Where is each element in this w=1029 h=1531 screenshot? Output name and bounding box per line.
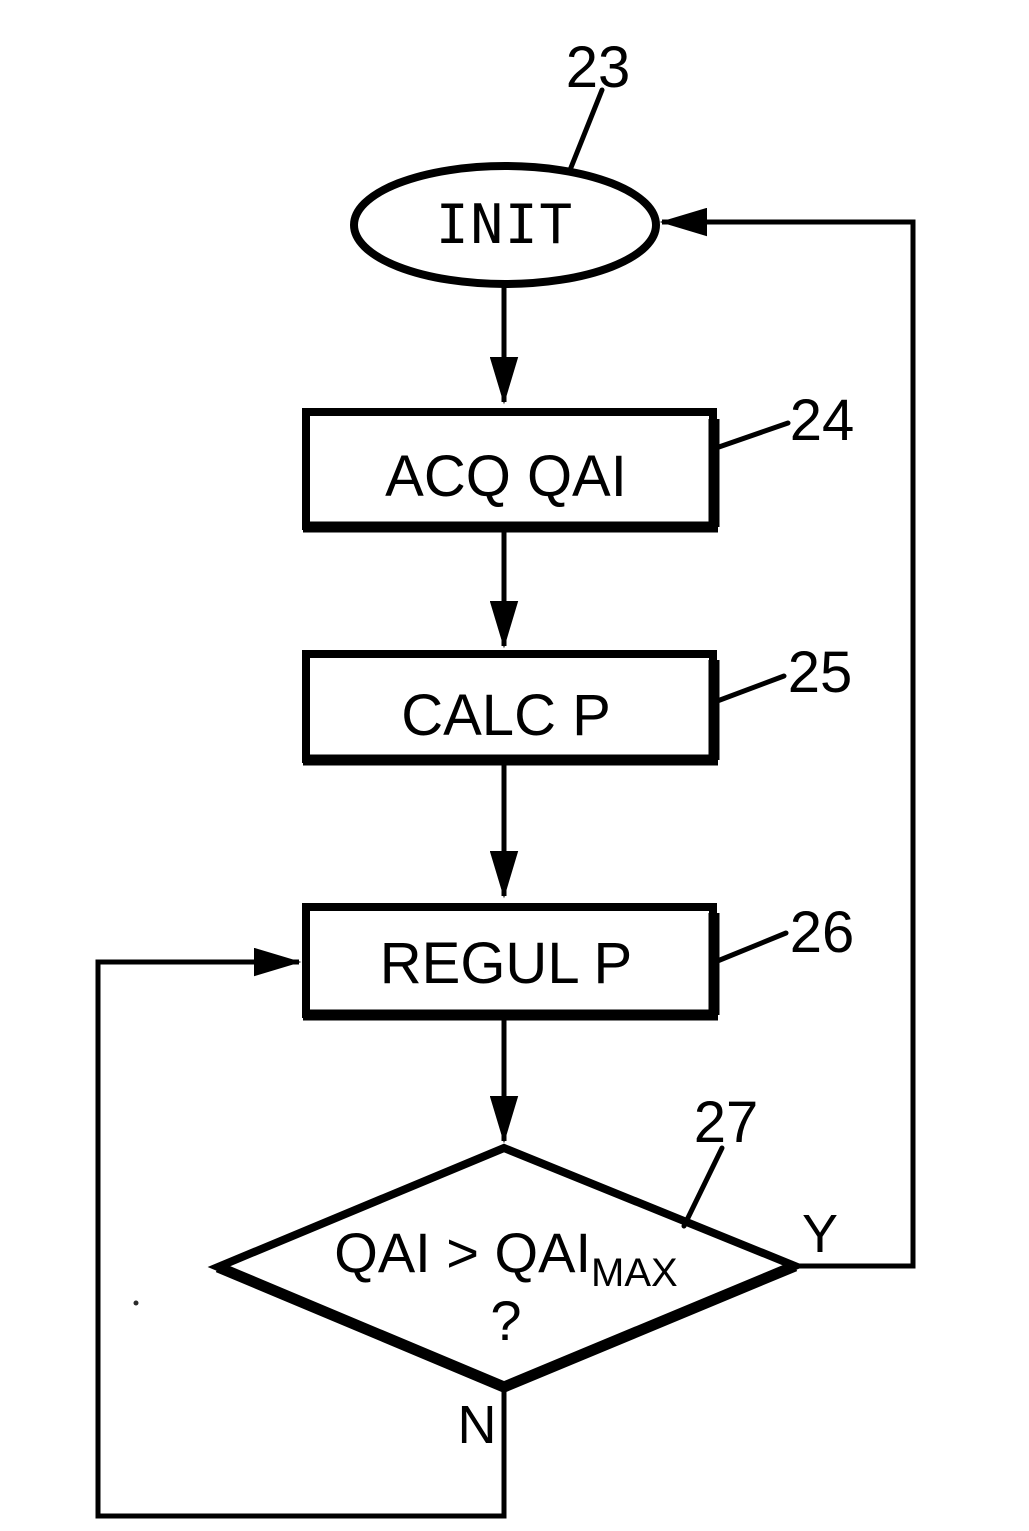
ref-24-leader-line bbox=[713, 420, 791, 451]
ref-24-label: 24 bbox=[790, 388, 855, 453]
ref-27-leader-line bbox=[681, 1145, 725, 1229]
ref-23-leader-line bbox=[567, 87, 605, 173]
ref-25-leader-line bbox=[709, 673, 787, 706]
init-node bbox=[350, 162, 660, 288]
decision-question-mark: ? bbox=[490, 1289, 521, 1352]
init-label: INIT bbox=[436, 193, 574, 256]
ref-26-label: 26 bbox=[790, 900, 855, 965]
calc-p-node bbox=[302, 650, 717, 763]
decision-condition-subscript: MAX bbox=[591, 1251, 678, 1295]
ref-23-label: 23 bbox=[566, 35, 631, 100]
no-branch-label: N bbox=[458, 1395, 497, 1455]
scan-speck bbox=[133, 1300, 139, 1306]
calc-p-label: CALC P bbox=[401, 683, 611, 748]
ref-26-leader-line bbox=[712, 930, 789, 965]
decision-condition-label: QAI > QAIMAX bbox=[334, 1221, 677, 1295]
regul-p-label: REGUL P bbox=[380, 931, 632, 996]
decision-lower-edges bbox=[215, 1260, 798, 1393]
yes-branch-label: Y bbox=[802, 1204, 838, 1264]
ref-25-label: 25 bbox=[788, 640, 853, 705]
arrow-no-loop-to-regul bbox=[95, 947, 507, 1519]
acq-qai-label: ACQ QAI bbox=[385, 444, 627, 509]
decision-condition-main: QAI > QAI bbox=[334, 1221, 591, 1284]
arrow-yes-loop-to-init bbox=[659, 207, 916, 1269]
ref-27-label: 27 bbox=[694, 1090, 759, 1155]
